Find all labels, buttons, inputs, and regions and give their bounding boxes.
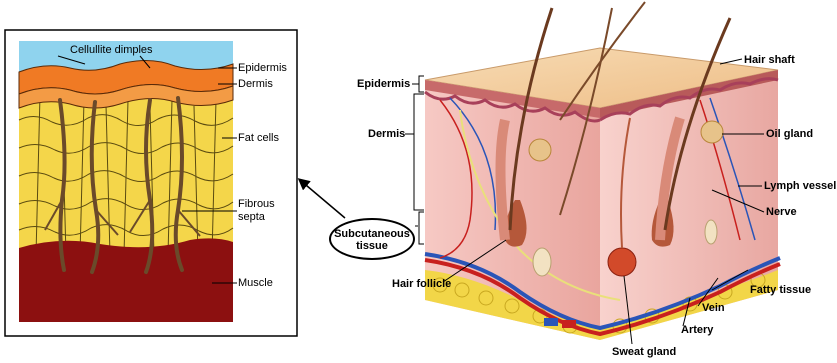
subcutaneous-tissue-label: Subcutaneous tissue bbox=[331, 228, 413, 252]
subcutaneous-tissue-callout: Subcutaneous tissue bbox=[329, 218, 415, 260]
sweat-gland-label: Sweat gland bbox=[612, 346, 676, 358]
nerve-label: Nerve bbox=[766, 206, 797, 218]
fatty-tissue-label: Fatty tissue bbox=[750, 284, 811, 296]
cellulite-dimples-label: Cellullite dimples bbox=[70, 44, 153, 56]
left-epidermis-label: Epidermis bbox=[238, 62, 287, 74]
oil-gland-label: Oil gland bbox=[766, 128, 813, 140]
muscle-layer bbox=[19, 238, 233, 322]
cellulite-cross-section bbox=[5, 30, 297, 336]
right-dermis-label: Dermis bbox=[368, 128, 405, 140]
hair-follicle-label: Hair follicle bbox=[392, 278, 451, 290]
skin-block-illustration bbox=[405, 2, 780, 344]
lymph-vessel-label: Lymph vessel bbox=[764, 180, 836, 192]
fat-cells-label: Fat cells bbox=[238, 132, 279, 144]
layer-brackets bbox=[414, 76, 424, 244]
oil-gland-left bbox=[529, 139, 551, 161]
artery-label: Artery bbox=[681, 324, 713, 336]
fibrous-septa-label-line1: Fibrous bbox=[238, 198, 275, 210]
fibrous-septa-label-line2: septa bbox=[238, 211, 265, 223]
sweat-gland bbox=[608, 248, 636, 276]
hair-shaft-label: Hair shaft bbox=[744, 54, 795, 66]
callout-arrow bbox=[300, 180, 345, 218]
right-epidermis-label: Epidermis bbox=[357, 78, 410, 90]
left-dermis-label: Dermis bbox=[238, 78, 273, 90]
muscle-label: Muscle bbox=[238, 277, 273, 289]
oil-gland-right bbox=[701, 121, 723, 143]
vein-label: Vein bbox=[702, 302, 725, 314]
